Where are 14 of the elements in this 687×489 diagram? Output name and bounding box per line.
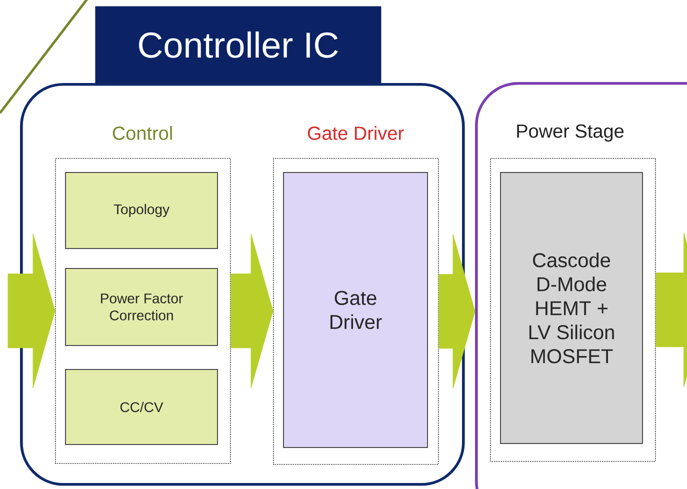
function-box: CC/CV [65, 368, 218, 445]
title-banner: Controller IC [95, 6, 382, 84]
group-heading: Gate Driver [308, 126, 404, 140]
group-heading: Power Stage [517, 124, 624, 142]
block-arrow [656, 232, 687, 388]
block-arrow [438, 234, 476, 389]
group-heading: Control [112, 126, 172, 140]
block-box: Cascode D-Mode HEMT + LV Silicon MOSFET [500, 172, 643, 444]
dotted-group-box [490, 158, 656, 462]
block-arrow [230, 234, 274, 388]
block-arrow [8, 234, 56, 388]
function-box: Power Factor Correction [65, 268, 218, 346]
function-box: Topology [65, 172, 218, 249]
block-box: Gate Driver [283, 172, 428, 448]
